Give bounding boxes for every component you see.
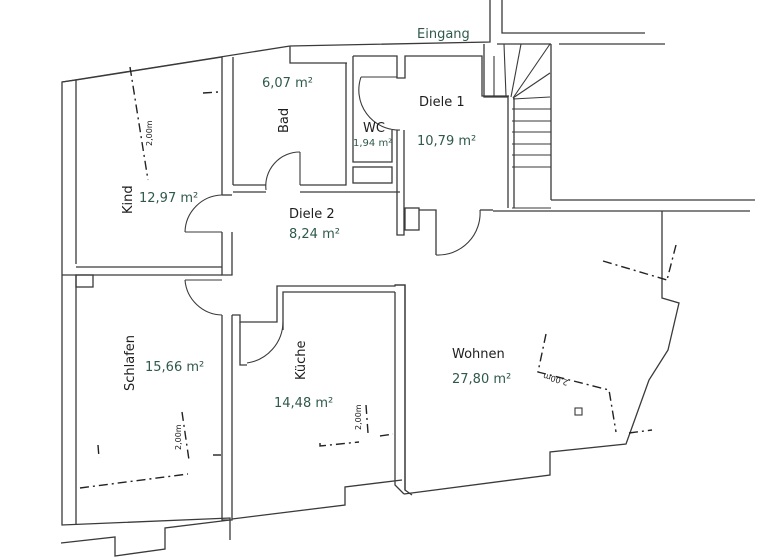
entrance-label: Eingang (417, 27, 470, 42)
room-kind-area: 12,97 m² (139, 191, 199, 206)
room-diele2-area: 8,24 m² (289, 227, 340, 242)
exterior-walls (61, 45, 347, 540)
height-marker-kueche: 2,00m (354, 404, 363, 430)
room-bad-walls (233, 63, 400, 193)
height-line-wohnen (537, 244, 677, 434)
height-marker-schlafen: 2,00m (174, 424, 183, 450)
height-line-schlafen (79, 411, 221, 489)
room-schlafen-area: 15,66 m² (145, 360, 205, 375)
room-kueche-area: 14,48 m² (274, 396, 334, 411)
height-line-kind (129, 66, 219, 181)
room-wc-walls (352, 55, 509, 236)
room-wohnen-area: 27,80 m² (452, 372, 512, 387)
height-line-kueche (319, 404, 394, 447)
room-diele2-name: Diele 2 (289, 207, 335, 222)
height-marker-kind: 2,00m (145, 120, 154, 146)
room-schlafen-walls (60, 274, 233, 557)
room-wohnen-name: Wohnen (452, 347, 505, 362)
room-wc-name: WC (363, 121, 385, 136)
room-kind-name: Kind (121, 185, 136, 214)
room-bad-area: 6,07 m² (262, 76, 313, 91)
room-diele1-area: 10,79 m² (417, 134, 477, 149)
stairs (483, 43, 755, 212)
chimney-square (574, 407, 583, 416)
room-wc-area: 1,94 m² (353, 138, 393, 149)
room-wohnen-walls (394, 211, 680, 496)
diele-1-door (404, 207, 493, 256)
room-kueche-name: Küche (294, 340, 309, 380)
room-kind-walls (75, 56, 234, 276)
entrance-walls (289, 0, 665, 47)
room-diele1-name: Diele 1 (419, 95, 465, 110)
room-bad-name: Bad (277, 107, 292, 133)
room-schlafen-name: Schlafen (123, 334, 138, 391)
